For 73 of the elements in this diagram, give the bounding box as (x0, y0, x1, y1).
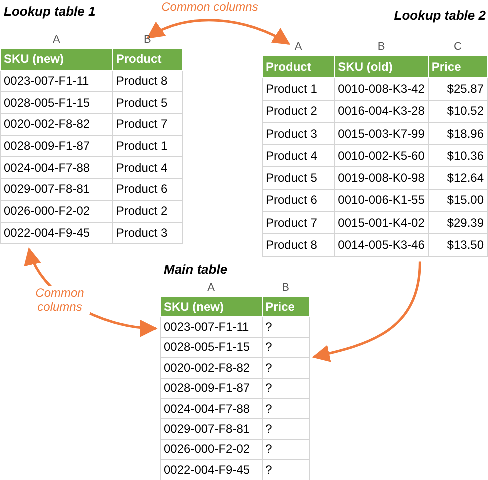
table-cell: Product 5 (112, 92, 182, 114)
table-cell: Product 1 (262, 78, 335, 100)
column-header: SKU (new) (0, 48, 113, 70)
column-letter: B (376, 40, 386, 54)
table-cell: ? (262, 398, 310, 419)
table-cell: 0028-009-F1-87 (0, 135, 113, 157)
table-cell: Product 3 (262, 122, 335, 145)
table-cell: $25.87 (428, 78, 488, 100)
table-cell: 0024-004-F7-88 (160, 398, 262, 419)
table-cell: Product 2 (262, 100, 335, 122)
table-cell: $29.39 (428, 212, 488, 234)
table-cell: Product 8 (262, 234, 335, 256)
table-cell: $10.36 (428, 144, 488, 167)
table-cell: 0023-007-F1-11 (0, 70, 113, 92)
table-cell: 0010-008-K3-42 (334, 78, 428, 100)
table-cell: 0010-006-K1-55 (334, 189, 428, 212)
table-cell: 0020-002-F8-82 (160, 358, 262, 378)
table-cell: 0028-005-F1-15 (0, 92, 113, 114)
table-cell: Product 7 (112, 114, 182, 136)
table-cell: 0029-007-F8-81 (160, 418, 262, 440)
table-title: Lookup table 2 (394, 8, 486, 23)
table-cell: Product 3 (112, 222, 182, 244)
column-header: SKU (old) (334, 56, 428, 78)
table-cell: $10.52 (428, 100, 488, 122)
table-cell: 0026-000-F2-02 (160, 439, 262, 460)
table-cell: 0015-003-K7-99 (334, 122, 428, 145)
table-cell: ? (262, 337, 310, 358)
table-cell: Product 1 (112, 135, 182, 157)
column-header: Price (262, 296, 310, 317)
double-headed-arrow (146, 19, 291, 46)
table-cell: $12.64 (428, 166, 488, 190)
table-cell: 0023-007-F1-11 (160, 316, 262, 338)
table-cell: 0019-008-K0-98 (334, 166, 428, 190)
column-header: SKU (new) (160, 296, 262, 317)
table-cell: 0024-004-F7-88 (0, 156, 113, 179)
column-letter: B (281, 281, 290, 296)
table-cell: Product 8 (112, 70, 182, 92)
table-cell: 0015-001-K4-02 (334, 212, 428, 234)
column-letter: A (294, 40, 304, 54)
column-letter: A (52, 33, 62, 48)
table-cell: ? (262, 378, 310, 398)
arrow (312, 262, 422, 362)
table-cell: Product 6 (112, 178, 182, 200)
table-cell: 0020-002-F8-82 (0, 114, 113, 136)
column-letter: A (206, 281, 216, 296)
table-cell: Product 4 (262, 144, 335, 167)
column-header: Product (262, 56, 335, 78)
column-header: Product (112, 48, 182, 70)
table-cell: $15.00 (428, 189, 488, 212)
table-cell: Product 4 (112, 156, 182, 179)
table-cell: $13.50 (428, 234, 488, 256)
table-cell: Product 7 (262, 212, 335, 234)
table-cell: 0026-000-F2-02 (0, 200, 113, 222)
table-cell: 0029-007-F8-81 (0, 178, 113, 200)
table-cell: ? (262, 316, 310, 338)
table-cell: Product 2 (112, 200, 182, 222)
table-cell: 0028-005-F1-15 (160, 337, 262, 358)
table-cell: Product 5 (262, 166, 335, 190)
table-title: Lookup table 1 (4, 4, 96, 19)
column-letter: C (452, 40, 463, 54)
table-title: Main table (164, 262, 228, 277)
column-header: Price (428, 56, 488, 78)
table-cell: ? (262, 418, 310, 440)
table-cell: ? (262, 439, 310, 460)
table-cell: Product 6 (262, 189, 335, 212)
table-cell: ? (262, 358, 310, 378)
table-cell: 0022-004-F9-45 (0, 222, 113, 244)
table-cell: 0014-005-K3-46 (334, 234, 428, 256)
table-cell: $18.96 (428, 122, 488, 145)
table-cell: 0028-009-F1-87 (160, 378, 262, 398)
table-cell: 0022-004-F9-45 (160, 460, 262, 480)
table-cell: 0016-004-K3-28 (334, 100, 428, 122)
table-cell: 0010-002-K5-60 (334, 144, 428, 167)
